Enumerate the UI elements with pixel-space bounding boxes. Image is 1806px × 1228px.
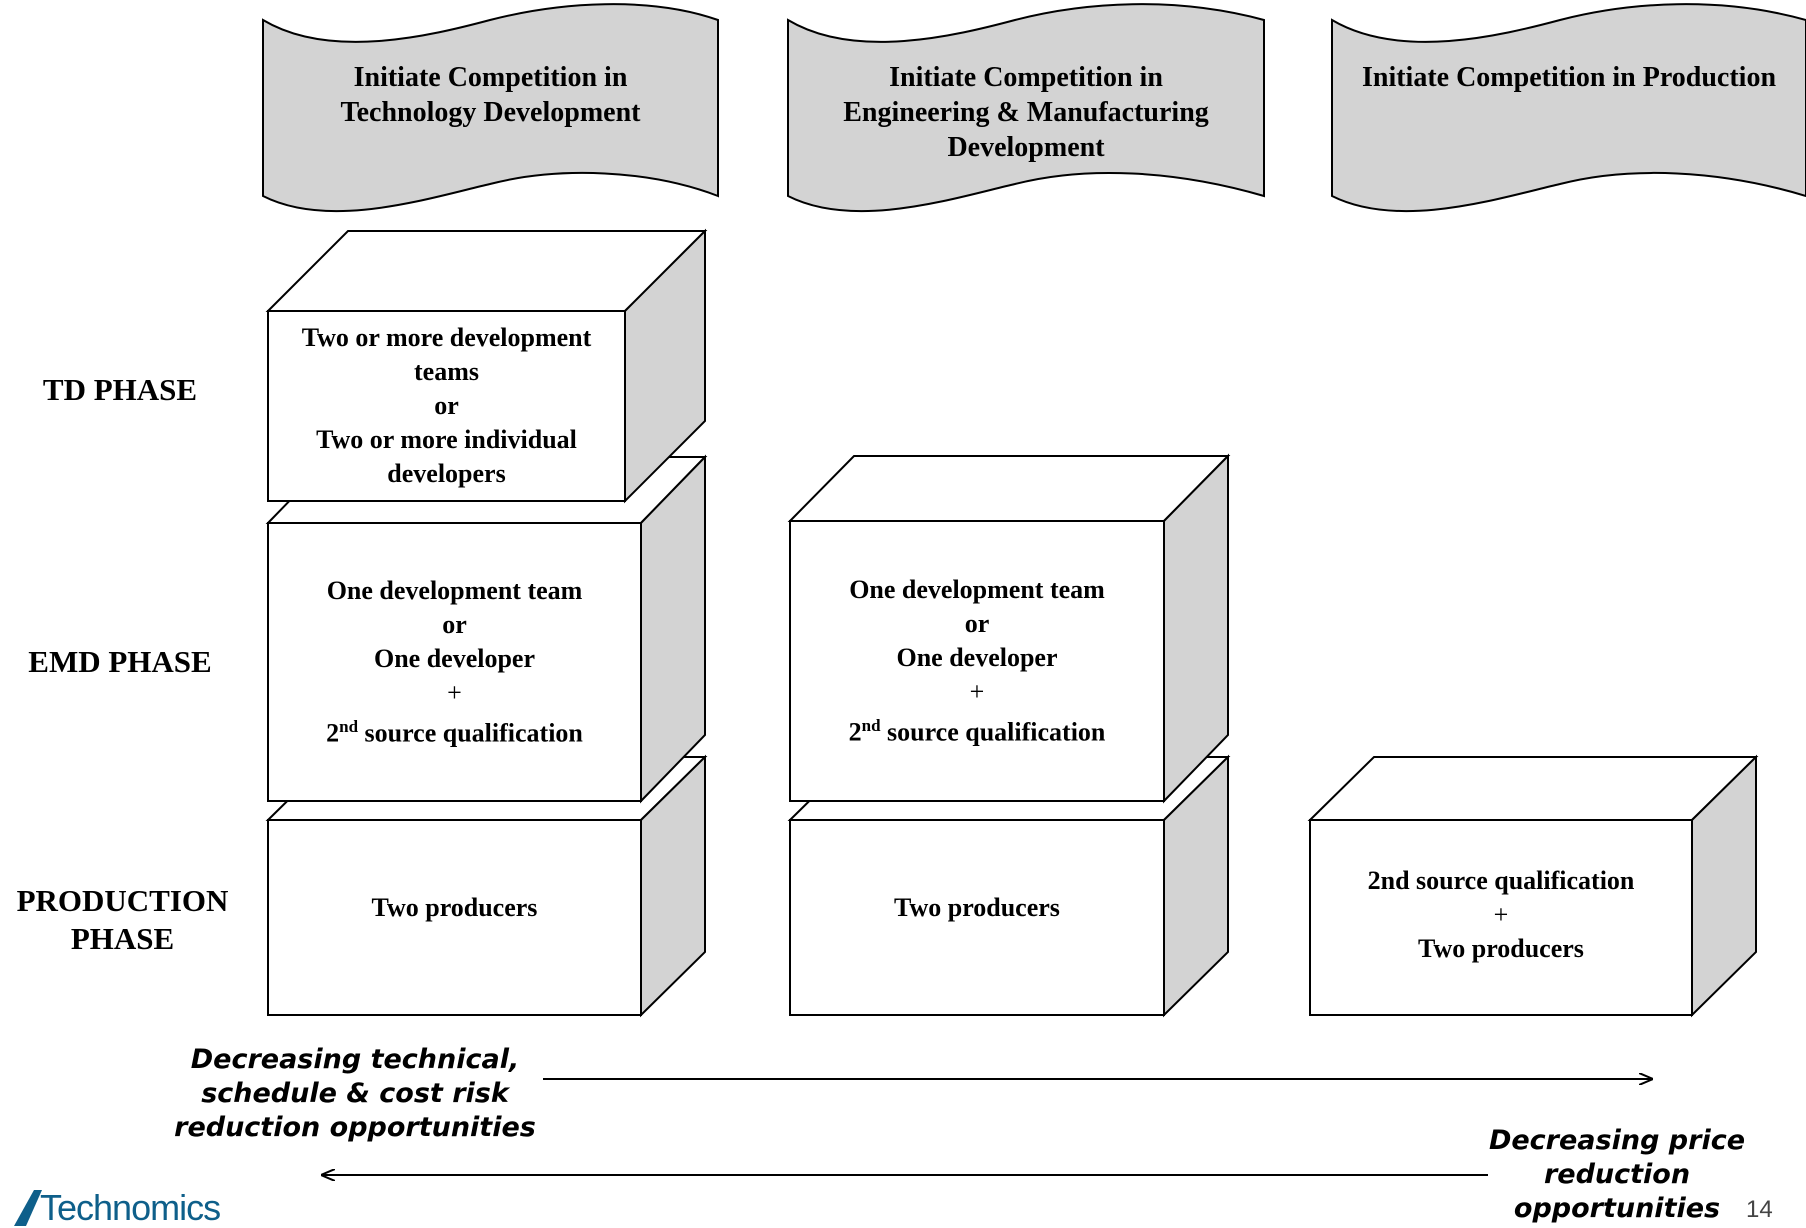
box-emd-emd-column — [787, 453, 1231, 804]
box-emd-emd-ordinal: 2 — [848, 717, 862, 747]
banner-shape-2 — [787, 3, 1265, 213]
box-emd-td-column-text: One development team or One developer + … — [268, 523, 641, 801]
box-emd-emd-ordinal-suffix: nd — [861, 715, 881, 735]
phase-label-production: PRODUCTION PHASE — [5, 880, 240, 960]
box-emd-td-line-1: One development team — [326, 575, 583, 605]
box-emd-td-qualification: source qualification — [358, 718, 583, 748]
arrow-right-label: Decreasing technical, schedule & cost ri… — [150, 1043, 560, 1145]
technomics-logo-mark — [14, 1190, 42, 1226]
box-td-line-4: Two or more individual — [316, 425, 577, 454]
box-emd-td-column — [265, 454, 708, 804]
arrow-right-label-line-2: schedule & cost risk — [201, 1078, 509, 1109]
box-emd-emd-line-3: One developer — [896, 642, 1058, 672]
arrow-left-label: Decreasing price reduction opportunities — [1472, 1124, 1762, 1226]
banner-label-td: Initiate Competition in Technology Devel… — [263, 60, 718, 190]
phase-td-line-1: TD PHASE — [42, 372, 198, 407]
banner-emd-line-3: Development — [947, 132, 1105, 163]
box-production-emd-text: Two producers — [790, 820, 1164, 995]
banner-shape-1 — [262, 3, 719, 213]
banner-td-line-2: Technology Development — [340, 97, 641, 128]
technomics-logo: Technomics — [12, 1186, 221, 1228]
box-emd-td-line-3: One developer — [373, 643, 536, 673]
box-td-line-3: or — [434, 391, 459, 420]
banner-label-production: Initiate Competition in Production — [1332, 60, 1806, 190]
box-td-line-1: Two or more development — [301, 323, 592, 352]
box-production-emd-line-1: Two producers — [894, 892, 1060, 922]
page-number: 14 — [1746, 1196, 1773, 1223]
arrow-left-label-line-2: reduction — [1543, 1159, 1691, 1190]
box-emd-td-line-2: or — [442, 609, 467, 639]
banner-td-line-1: Initiate Competition in — [353, 62, 628, 93]
box-td-text: Two or more development teams or Two or … — [268, 318, 625, 494]
box-production-prod-text: 2nd source qualification + Two producers — [1310, 820, 1692, 1010]
arrow-left-label-line-3: opportunities — [1513, 1193, 1721, 1224]
phase-label-emd: EMD PHASE — [10, 640, 230, 684]
box-production-prod-line-1: 2nd source qualification — [1367, 866, 1635, 895]
box-production-td-line-1: Two producers — [371, 892, 538, 922]
box-td-line-2: teams — [414, 357, 479, 386]
box-production-prod-column — [1307, 754, 1759, 1018]
banner-emd-line-1: Initiate Competition in — [889, 62, 1163, 93]
box-td-line-5: developers — [387, 459, 506, 488]
box-emd-emd-column-text: One development team or One developer + … — [790, 521, 1164, 801]
phase-production-line-2: PHASE — [70, 921, 175, 956]
box-production-prod-line-2: + — [1493, 900, 1509, 929]
banner-emd-line-2: Engineering & Manufacturing — [843, 97, 1209, 128]
phase-emd-line-1: EMD PHASE — [28, 644, 212, 679]
box-emd-emd-qualification: source qualification — [880, 717, 1106, 747]
banner-production-line-1: Initiate Competition in Production — [1361, 62, 1777, 93]
box-emd-td-line-5: 2nd source qualification — [326, 710, 583, 751]
box-production-prod-line-3: Two producers — [1418, 934, 1584, 963]
banner-label-emd: Initiate Competition in Engineering & Ma… — [788, 60, 1264, 190]
box-production-td-text: Two producers — [268, 820, 641, 995]
banner-shape-3 — [1331, 3, 1806, 213]
logo-text: Technomics — [40, 1187, 221, 1228]
box-emd-emd-line-5: 2nd source qualification — [849, 709, 1106, 750]
box-td-td-column — [265, 228, 708, 504]
phase-production-line-1: PRODUCTION — [16, 883, 229, 918]
arrow-right-label-line-1: Decreasing technical, — [190, 1044, 520, 1075]
box-emd-td-ordinal-suffix: nd — [339, 716, 359, 736]
arrow-right-label-line-3: reduction opportunities — [174, 1112, 536, 1143]
phase-label-td: TD PHASE — [10, 368, 230, 412]
box-emd-emd-line-4: + — [969, 676, 985, 706]
box-emd-emd-line-2: or — [964, 608, 990, 638]
box-emd-emd-line-1: One development team — [849, 574, 1105, 604]
box-emd-td-line-4: + — [447, 677, 462, 707]
arrow-left-label-line-1: Decreasing price — [1488, 1125, 1746, 1156]
box-emd-td-ordinal: 2 — [326, 718, 340, 748]
